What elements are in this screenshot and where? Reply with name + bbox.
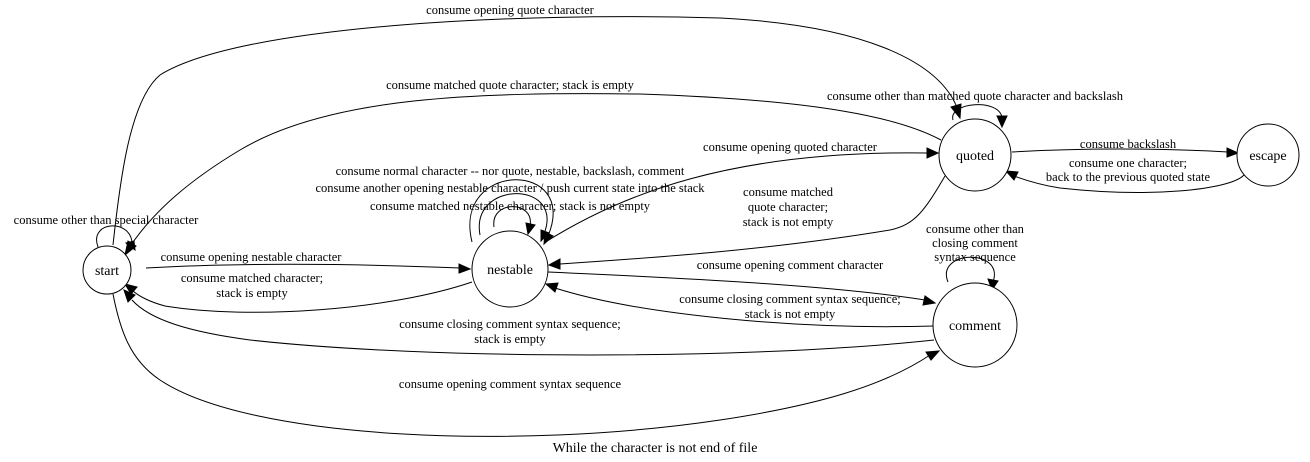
node-label-escape: escape <box>1249 149 1286 164</box>
edge-nestable-comment: consume opening comment character <box>547 258 937 306</box>
edge-label-comment-start-0: consume closing comment syntax sequence; <box>399 317 620 331</box>
edge-start-quoted: consume opening quote character <box>112 3 962 246</box>
edge-nestable-start: consume matched character; stack is empt… <box>123 271 473 313</box>
edge-label-comment-comment-2: syntax sequence <box>934 250 1016 264</box>
node-escape: escape <box>1236 123 1300 187</box>
node-nestable: nestable <box>471 230 549 308</box>
edge-label-start-start: consume other than special character <box>14 213 199 227</box>
node-start: start <box>82 245 132 295</box>
edge-comment-start: consume closing comment syntax sequence;… <box>123 289 935 356</box>
edge-label-escape-quoted-0: consume one character; <box>1069 156 1187 170</box>
edge-escape-quoted: consume one character; back to the previ… <box>1004 156 1245 193</box>
edge-label-quoted-start: consume matched quote character; stack i… <box>386 78 635 92</box>
edge-comment-comment: consume other than closing comment synta… <box>926 222 1025 292</box>
node-quoted: quoted <box>938 118 1012 192</box>
edge-label-nestable-self-matched: consume matched nestable character; stac… <box>370 199 651 213</box>
edge-label-comment-comment-1: closing comment <box>932 236 1018 250</box>
edge-quoted-nestable: consume matched quote character; stack i… <box>547 175 946 270</box>
edge-label-quoted-nestable-2: stack is not empty <box>743 215 834 229</box>
edge-start-start: consume other than special character <box>14 213 199 252</box>
edge-label-escape-quoted-1: back to the previous quoted state <box>1046 170 1211 184</box>
edge-label-quoted-quoted: consume other than matched quote charact… <box>827 89 1124 103</box>
edge-start-comment: consume opening comment syntax sequence <box>112 293 941 437</box>
edge-quoted-start: consume matched quote character; stack i… <box>124 78 942 257</box>
edge-label-nestable-self-push: consume another opening nestable charact… <box>315 181 705 195</box>
edge-label-nestable-start-1: stack is empty <box>216 286 288 300</box>
edge-label-start-nestable: consume opening nestable character <box>161 250 343 264</box>
edge-quoted-quoted: consume other than matched quote charact… <box>827 89 1124 129</box>
edge-label-nestable-quoted: consume opening quoted character <box>703 140 878 154</box>
diagram-caption: While the character is not end of file <box>553 441 758 456</box>
edge-label-nestable-start-0: consume matched character; <box>181 271 323 285</box>
edge-label-start-quoted: consume opening quote character <box>426 3 594 17</box>
edge-label-nestable-comment: consume opening comment character <box>697 258 884 272</box>
edge-label-comment-nestable-0: consume closing comment syntax sequence; <box>679 292 900 306</box>
node-label-start: start <box>95 264 119 279</box>
edge-nestable-self-matched: consume matched nestable character; stac… <box>370 199 651 236</box>
edge-nestable-quoted: consume opening quoted character <box>543 140 940 244</box>
node-label-comment: comment <box>949 319 1001 334</box>
node-label-nestable: nestable <box>487 263 533 278</box>
edge-label-comment-start-1: stack is empty <box>474 332 546 346</box>
edge-label-comment-comment-0: consume other than <box>926 222 1025 236</box>
edge-label-quoted-nestable-0: consume matched <box>743 185 834 199</box>
edge-quoted-escape: consume backslash <box>1011 137 1240 158</box>
edge-label-start-comment: consume opening comment syntax sequence <box>399 377 622 391</box>
edge-label-quoted-nestable-1: quote character; <box>748 200 828 214</box>
edge-label-comment-nestable-1: stack is not empty <box>745 307 836 321</box>
edge-start-nestable: consume opening nestable character <box>145 250 472 274</box>
edge-label-nestable-self-normal: consume normal character -- nor quote, n… <box>336 164 685 178</box>
node-comment: comment <box>932 282 1018 368</box>
edge-nestable-self-push: consume another opening nestable charact… <box>315 181 705 243</box>
edge-comment-nestable: consume closing comment syntax sequence;… <box>544 282 935 328</box>
edge-label-quoted-escape: consume backslash <box>1080 137 1177 151</box>
node-label-quoted: quoted <box>956 149 994 164</box>
